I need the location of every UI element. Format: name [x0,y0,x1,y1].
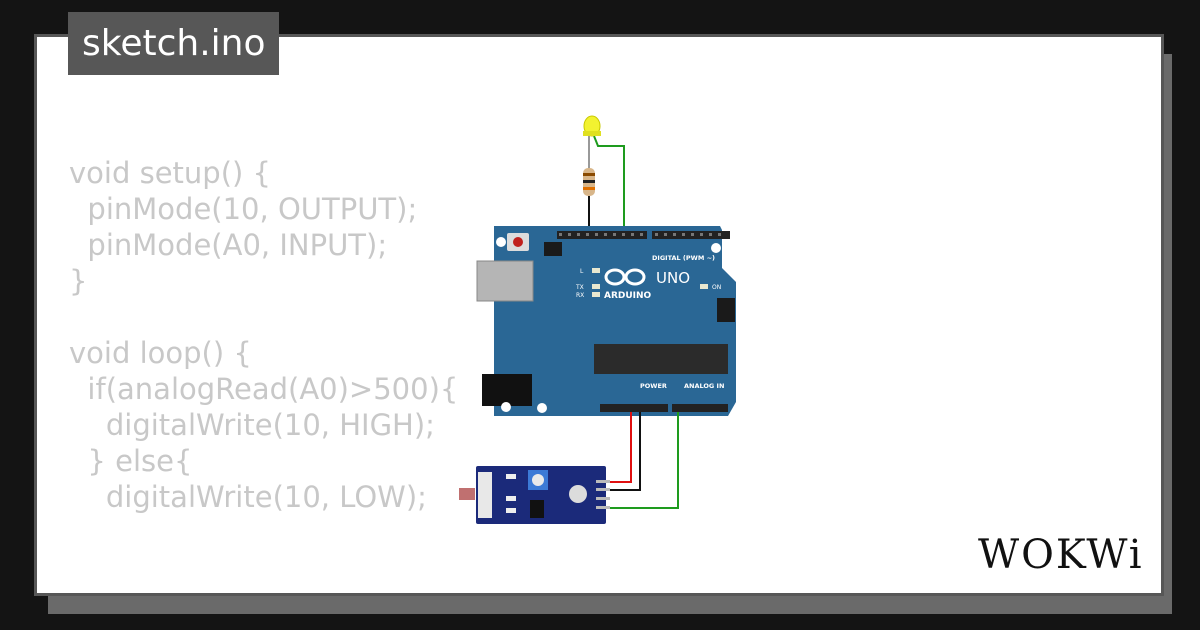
wire-pin10 [593,135,625,236]
wokwi-logo: WOKWi [978,532,1144,576]
code-line: pinMode(A0, INPUT); [69,228,388,262]
photoresistor-module[interactable] [459,466,610,524]
digital-header-left [557,231,647,239]
code-line: void loop() { [69,336,252,370]
code-line: } [69,264,88,298]
ldr-sensor [459,488,475,500]
led-rx-label: RX [576,292,584,299]
wire-gnd [610,412,641,491]
led[interactable] [583,115,601,137]
led-tx-label: TX [575,284,584,291]
reset-button-dot [513,237,523,247]
code-preview: void setup() { pinMode(10, OUTPUT); pinM… [69,155,458,515]
analog-header [672,404,728,412]
usb-port [476,260,534,302]
wokwi-logo-text: WOKWi [978,532,1144,576]
arduino-logo-icon [604,268,646,286]
wire-analog [610,412,679,509]
wire-vcc [610,412,632,483]
arduino-uno-board[interactable]: ARDUINO UNO DIGITAL (PWM ~) POWER ANALOG… [476,226,736,416]
code-line: } else{ [69,444,193,478]
board-brand-label: ARDUINO [604,291,652,301]
code-line: if(analogRead(A0)>500){ [69,372,459,406]
led-l-label: L [580,268,584,275]
digital-header-label: DIGITAL (PWM ~) [652,254,715,262]
sketch-title-tab: sketch.ino [68,12,280,75]
board-model-label: UNO [656,269,690,287]
atmega-chip [594,344,728,374]
power-header-label: POWER [640,382,667,390]
code-line: void setup() { [69,156,271,190]
resistor[interactable] [583,168,595,196]
code-line: pinMode(10, OUTPUT); [69,192,418,226]
code-line: digitalWrite(10, LOW); [69,480,427,514]
power-jack [482,374,532,406]
code-line: digitalWrite(10, HIGH); [69,408,435,442]
power-header [600,404,668,412]
led-on-label: ON [712,284,721,291]
analog-header-label: ANALOG IN [684,382,724,390]
